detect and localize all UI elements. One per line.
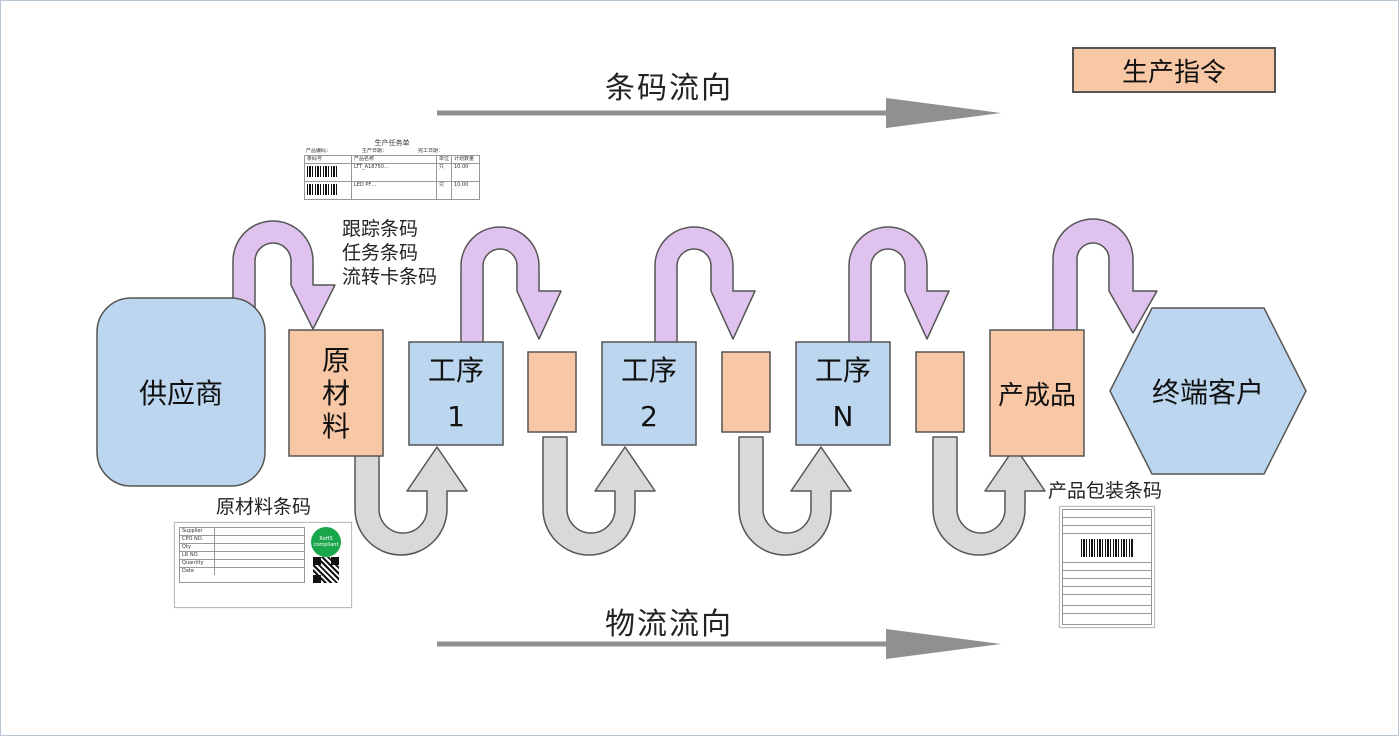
task-sheet-col-2: 产品名称 bbox=[352, 156, 437, 163]
package-label-row bbox=[1063, 579, 1151, 587]
supplier-node bbox=[96, 297, 266, 487]
material-label-row: CPO NO. bbox=[180, 536, 304, 544]
end-customer-node bbox=[1109, 307, 1307, 475]
task-sheet-header-1: 产品编码： bbox=[306, 148, 332, 154]
process-n-node bbox=[795, 341, 891, 446]
logistics-arrow-buffer1-to-process2 bbox=[542, 436, 656, 556]
process-2-label: 工序 2 bbox=[620, 353, 677, 433]
material-label-row: Supplier bbox=[180, 528, 304, 536]
logistics-arrow-buffer2-to-processn bbox=[738, 436, 852, 556]
package-label-thumbnail bbox=[1059, 506, 1155, 628]
barcode-icon bbox=[1081, 539, 1133, 557]
material-label-value bbox=[215, 568, 219, 575]
material-label-value bbox=[215, 536, 219, 543]
package-label-row bbox=[1063, 526, 1151, 534]
material-label-key: CPO NO. bbox=[180, 536, 215, 543]
task-sheet-header: 产品编码： 生产日期： 完工日期： bbox=[304, 148, 480, 155]
task-sheet-qty: 10.00 bbox=[454, 182, 469, 188]
product-package-barcode-annotation: 产品包装条码 bbox=[1048, 480, 1163, 502]
barcode-flow-heading: 条码流向 bbox=[605, 71, 733, 106]
buffer-1-node bbox=[527, 351, 577, 433]
buffer-2-node bbox=[721, 351, 771, 433]
material-label-key: Supplier bbox=[180, 528, 215, 535]
process-2-node bbox=[601, 341, 697, 446]
raw-material-label-thumbnail: Supplier CPO NO. Qty LR NO. Quantity Dat… bbox=[174, 522, 352, 608]
barcode-arrow-product-to-customer bbox=[1052, 218, 1158, 334]
task-sheet-col-3: 单位 bbox=[437, 156, 452, 163]
task-sheet-col-1: 条码号 bbox=[305, 156, 352, 163]
package-label-barcode-row bbox=[1063, 534, 1151, 563]
finished-product-node bbox=[989, 329, 1085, 457]
barcode-arrow-processn-to-buffern bbox=[848, 226, 950, 345]
task-sheet-thumbnail: 生产任务单 产品编码： 生产日期： 完工日期： 条码号 产品名称 单位 计划数量… bbox=[304, 139, 480, 205]
logistics-flow-heading: 物流流向 bbox=[605, 607, 733, 642]
barcode-arrow-process2-to-buffer2 bbox=[654, 226, 756, 345]
package-label-row bbox=[1063, 606, 1151, 614]
package-label-row bbox=[1063, 571, 1151, 579]
material-label-key: Quantity bbox=[180, 560, 215, 567]
task-sheet-row: LED PF… 只 10.00 bbox=[305, 182, 479, 199]
package-label-row bbox=[1063, 563, 1151, 571]
material-label-value bbox=[215, 544, 219, 551]
barcode-arrow-supplier-to-material bbox=[232, 220, 336, 332]
process-n-label: 工序 N bbox=[814, 353, 871, 433]
task-sheet-barcode bbox=[305, 182, 352, 199]
task-sheet-product: LTT_A18750… bbox=[352, 164, 437, 181]
process-1-node bbox=[408, 341, 504, 446]
material-label-row: Qty bbox=[180, 544, 304, 552]
material-label-row: LR NO. bbox=[180, 552, 304, 560]
finished-product-label: 产成品 bbox=[997, 380, 1076, 411]
material-label-value bbox=[215, 528, 219, 535]
package-label-row bbox=[1063, 587, 1151, 595]
task-sheet-unit: 只 bbox=[437, 164, 452, 181]
package-label-row bbox=[1063, 614, 1151, 621]
barcode-arrow-process1-to-buffer1 bbox=[460, 226, 562, 345]
material-label-value bbox=[215, 560, 219, 567]
qr-code-icon bbox=[313, 557, 339, 583]
barcode-flow-arrow bbox=[437, 98, 1001, 128]
task-sheet-column-headers: 条码号 产品名称 单位 计划数量 bbox=[305, 156, 479, 164]
task-sheet-row: LTT_A18750… 只 10.00 bbox=[305, 164, 479, 182]
task-sheet-barcode bbox=[305, 164, 352, 181]
raw-material-label: 原 材 料 bbox=[321, 343, 350, 443]
raw-material-node bbox=[288, 329, 384, 457]
tracking-barcodes-annotation: 跟踪条码 任务条码 流转卡条码 bbox=[342, 218, 438, 288]
package-label-row bbox=[1063, 510, 1151, 518]
package-label-row bbox=[1063, 518, 1151, 526]
raw-material-barcode-annotation: 原材料条码 bbox=[216, 496, 312, 518]
logistics-arrow-buffern-to-product bbox=[932, 436, 1046, 556]
end-customer-label: 终端客户 bbox=[1151, 376, 1264, 409]
task-sheet-product: LED PF… bbox=[352, 182, 437, 199]
rohs-badge-line1: RoHS bbox=[319, 536, 333, 542]
material-label-key: Qty bbox=[180, 544, 215, 551]
task-sheet-col-4: 计划数量 bbox=[454, 156, 475, 162]
material-label-value bbox=[215, 552, 219, 559]
production-order-legend: 生产指令 bbox=[1072, 47, 1276, 93]
buffer-n-node bbox=[915, 351, 965, 433]
package-label-row bbox=[1063, 595, 1151, 606]
task-sheet-unit: 只 bbox=[437, 182, 452, 199]
supplier-label: 供应商 bbox=[138, 377, 223, 410]
barcode-icon bbox=[307, 166, 337, 177]
task-sheet-header-3: 完工日期： bbox=[418, 148, 444, 154]
material-label-row: Date bbox=[180, 568, 304, 575]
rohs-badge-line2: compliant bbox=[313, 542, 339, 548]
task-sheet-header-2: 生产日期： bbox=[362, 148, 388, 154]
material-label-row: Quantity bbox=[180, 560, 304, 568]
material-label-key: LR NO. bbox=[180, 552, 215, 559]
logistics-flow-arrow bbox=[437, 629, 1001, 659]
barcode-icon bbox=[307, 184, 337, 195]
rohs-badge-icon: RoHS compliant bbox=[311, 527, 341, 557]
material-label-key: Date bbox=[180, 568, 215, 575]
logistics-arrow-material-to-process1 bbox=[354, 446, 468, 556]
task-sheet-qty: 10.00 bbox=[454, 164, 469, 170]
process-1-label: 工序 1 bbox=[427, 353, 484, 433]
task-sheet-title: 生产任务单 bbox=[374, 139, 410, 147]
